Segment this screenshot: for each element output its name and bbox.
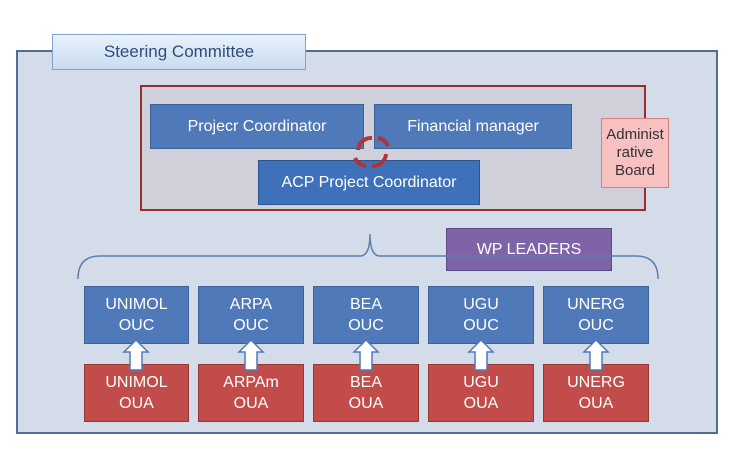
unerg-ouc-box: UNERG OUC	[543, 286, 649, 344]
steering-committee-title: Steering Committee	[52, 34, 306, 70]
unimol-oua-box: UNIMOL OUA	[84, 364, 189, 422]
partners-brace	[77, 233, 659, 280]
bea-ouc-box: BEA OUC	[313, 286, 419, 344]
bea-up-arrow-icon	[352, 338, 380, 371]
wp-leaders-box: WP LEADERS	[446, 228, 612, 271]
ugu-up-arrow-icon	[467, 338, 495, 371]
unimol-up-arrow-icon	[122, 338, 150, 371]
arpa-ouc-box: ARPA OUC	[198, 286, 304, 344]
cycle-arrows-icon	[353, 135, 390, 169]
project-coordinator-box: Projecr Coordinator	[150, 104, 364, 149]
unerg-up-arrow-icon	[582, 338, 610, 371]
unimol-ouc-box: UNIMOL OUC	[84, 286, 189, 344]
arpa-up-arrow-icon	[237, 338, 265, 371]
ugu-oua-box: UGU OUA	[428, 364, 534, 422]
bea-oua-box: BEA OUA	[313, 364, 419, 422]
financial-manager-box: Financial manager	[374, 104, 572, 149]
unerg-oua-box: UNERG OUA	[543, 364, 649, 422]
ugu-ouc-box: UGU OUC	[428, 286, 534, 344]
arpam-oua-box: ARPAm OUA	[198, 364, 304, 422]
acp-project-coordinator-box: ACP Project Coordinator	[258, 160, 480, 205]
administrative-board-box: Administ rative Board	[601, 118, 669, 188]
